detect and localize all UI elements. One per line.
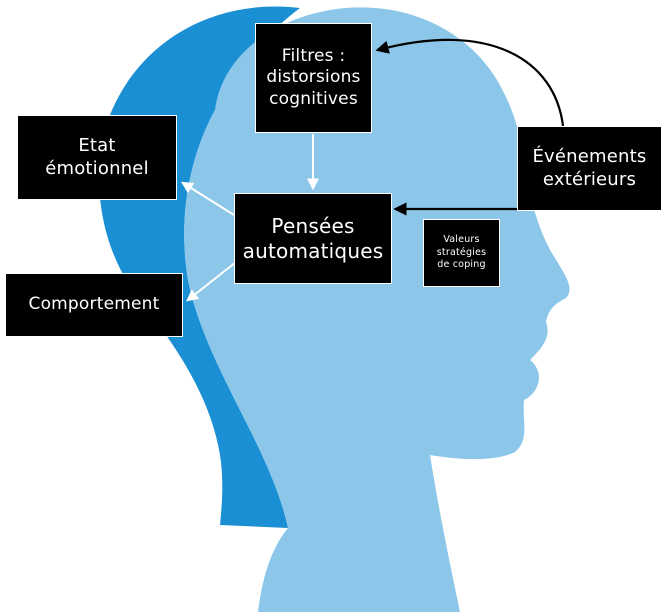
- node-filtres-distorsions-cognitives: Filtres : distorsions cognitives: [255, 23, 372, 133]
- arrow-evenements-to-filtres: [375, 38, 565, 127]
- node-evenements-line-1: Événements: [532, 146, 647, 167]
- node-evenements-exterieurs: Événements extérieurs: [517, 126, 662, 211]
- arrow-pensees-to-comportement: [186, 261, 237, 302]
- node-valeurs-strategies-coping: Valeurs stratégies de coping: [423, 219, 500, 287]
- node-valeurs-line-1: Valeurs: [443, 234, 480, 246]
- node-valeurs-line-3: de coping: [437, 259, 486, 271]
- arrow-pensees-to-etat: [180, 181, 235, 216]
- node-comportement: Comportement: [5, 273, 183, 337]
- node-comportement-line-1: Comportement: [28, 294, 160, 315]
- node-filtres-line-3: cognitives: [269, 88, 358, 109]
- node-evenements-line-2: extérieurs: [542, 168, 637, 190]
- node-filtres-line-2: distorsions: [266, 67, 361, 88]
- node-pensees-automatiques: Pensées automatiques: [234, 193, 392, 284]
- head-profile-shape: [184, 7, 570, 612]
- node-etat-line-2: émotionnel: [45, 157, 149, 179]
- node-filtres-line-1: Filtres :: [281, 46, 346, 67]
- node-pensees-line-1: Pensées: [271, 213, 355, 238]
- node-etat-line-1: Etat: [78, 135, 116, 156]
- node-pensees-line-2: automatiques: [242, 238, 384, 263]
- node-valeurs-line-2: stratégies: [436, 246, 487, 258]
- node-etat-emotionnel: Etat émotionnel: [17, 115, 177, 200]
